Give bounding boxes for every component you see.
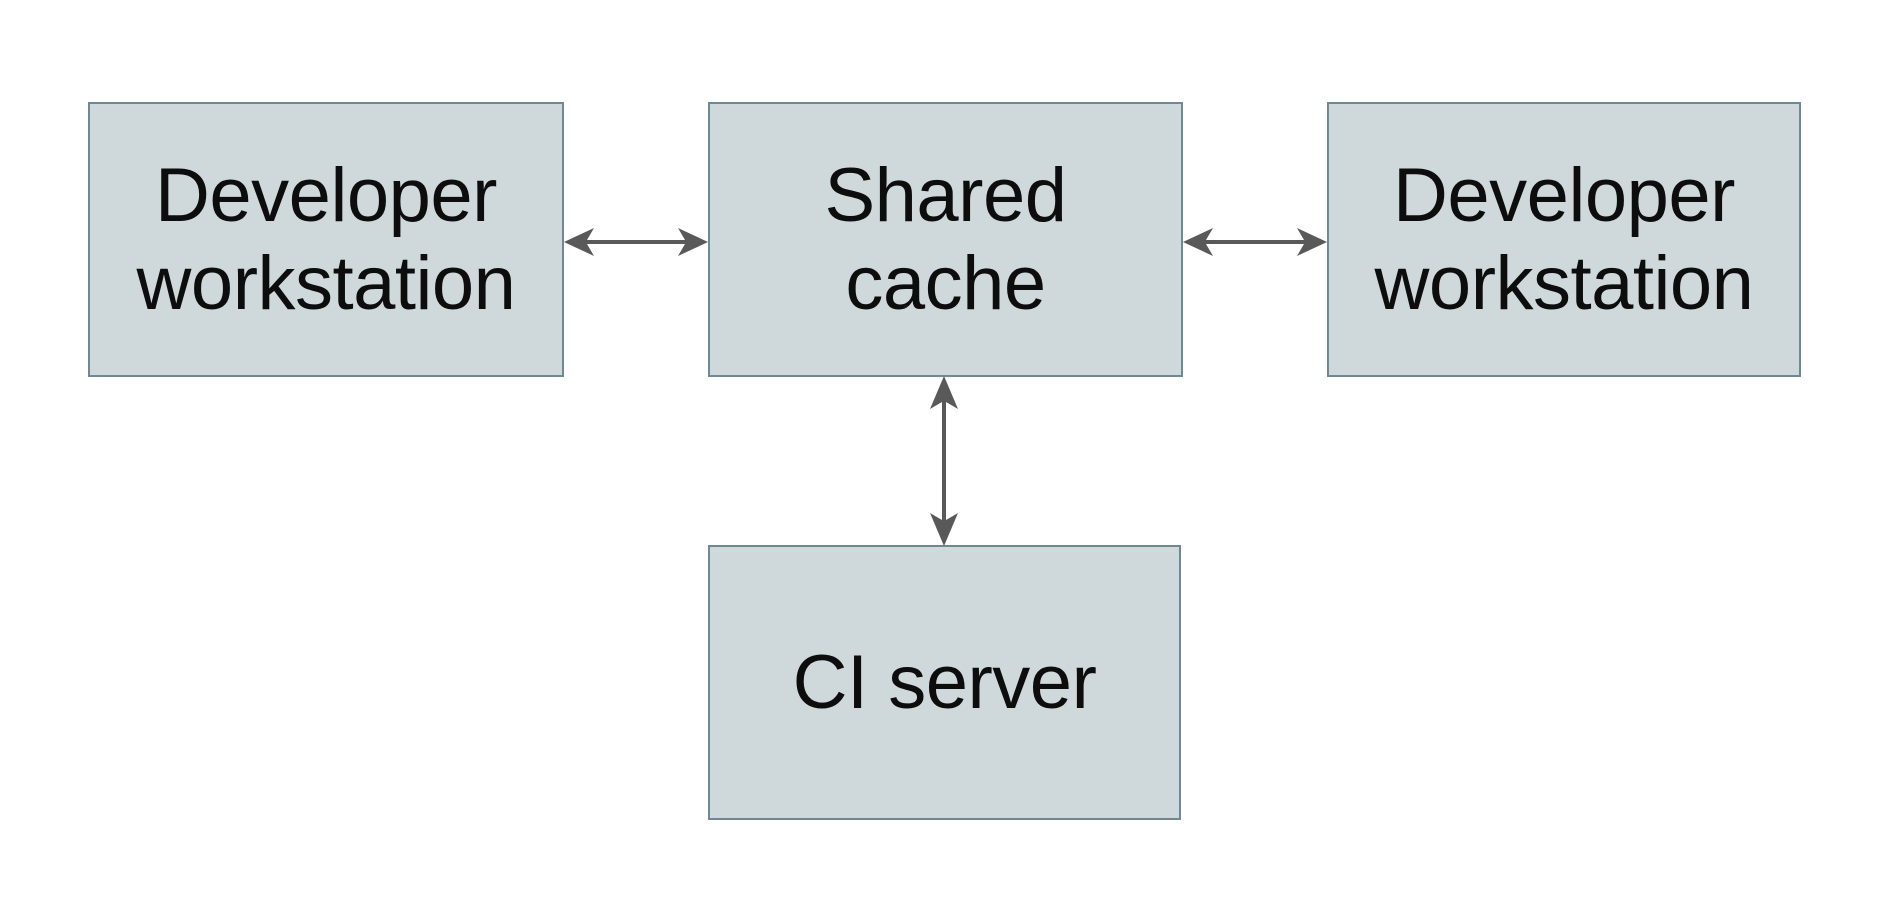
node-shared-cache[interactable]: Shared cache bbox=[708, 102, 1183, 377]
edge-developer-workstation-left-to-shared-cache[interactable] bbox=[560, 220, 712, 264]
double-arrow-horizontal-icon bbox=[1183, 228, 1327, 256]
node-label: CI server bbox=[792, 639, 1097, 725]
edge-shared-cache-to-ci-server[interactable] bbox=[922, 373, 966, 549]
double-arrow-vertical-icon bbox=[930, 376, 958, 546]
edge-shared-cache-to-developer-workstation-right[interactable] bbox=[1179, 220, 1331, 264]
node-developer-workstation-left[interactable]: Developer workstation bbox=[88, 102, 564, 377]
node-label: Developer workstation bbox=[1374, 152, 1754, 326]
node-developer-workstation-right[interactable]: Developer workstation bbox=[1327, 102, 1801, 377]
node-label: Developer workstation bbox=[136, 152, 516, 326]
node-label: Shared cache bbox=[824, 152, 1067, 326]
double-arrow-horizontal-icon bbox=[564, 228, 708, 256]
node-ci-server[interactable]: CI server bbox=[708, 545, 1181, 820]
